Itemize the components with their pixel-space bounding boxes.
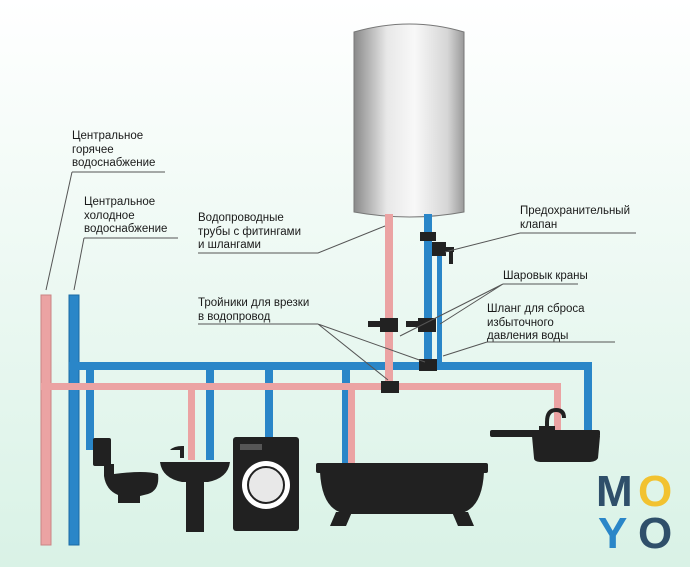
water-heater-tank	[353, 23, 465, 218]
cold-branch-toilet	[86, 370, 94, 450]
label-pipes: Водопроводные трубы с фитингами и шланга…	[198, 212, 302, 251]
label-central-cold: Центральное холодное водоснабжение	[84, 196, 168, 235]
ball-valve-hot-handle	[368, 321, 382, 327]
hot-branch-washbasin	[188, 390, 195, 460]
safety-valve-lever	[444, 247, 454, 252]
logo-letter-m: M	[596, 467, 633, 516]
ball-valve-hot	[380, 318, 398, 332]
hot-main-pipe	[41, 383, 561, 390]
cold-main-pipe	[69, 362, 591, 370]
safety-valve-handle	[449, 252, 453, 264]
toilet	[93, 438, 159, 503]
label-safety-valve: Предохранительный клапан	[520, 205, 630, 231]
leader-hose	[442, 341, 615, 357]
label-hose: Шланг для сброса избыточного давления во…	[487, 303, 585, 342]
washing-machine	[233, 437, 299, 531]
logo-letter-o2: O	[638, 509, 673, 558]
hot-branch-bath	[348, 390, 355, 465]
leader-ball-valves	[399, 283, 578, 337]
cold-branch-bath	[342, 370, 350, 465]
safety-valve-body	[420, 232, 436, 241]
tee-fitting-cold	[419, 359, 437, 371]
bathtub	[316, 463, 488, 526]
ball-valve-cold-handle	[406, 321, 420, 327]
ball-valve-cold	[418, 318, 436, 332]
washbasin	[160, 446, 230, 532]
central-cold-riser	[68, 294, 80, 546]
logo-letter-o1: O	[638, 467, 673, 516]
safety-valve	[432, 242, 446, 256]
cold-branch-washbasin	[206, 370, 214, 460]
overflow-hose	[437, 255, 442, 363]
leader-central-cold	[73, 237, 178, 291]
heater-cold-inlet-pipe	[424, 214, 432, 366]
label-ball-valves: Шаровык краны	[503, 270, 588, 282]
central-hot-riser	[40, 294, 52, 546]
hot-branch-sink-kitchen	[554, 383, 561, 433]
leader-lines	[45, 171, 636, 381]
logo-letter-y: Y	[598, 509, 628, 558]
leader-tees	[198, 323, 426, 381]
tee-fitting-hot	[381, 381, 399, 393]
cold-branch-sink-kitchen	[584, 362, 592, 432]
heater-hot-outlet-pipe	[385, 214, 393, 386]
leader-pipes	[198, 225, 386, 254]
cold-branch-washer	[265, 370, 273, 440]
leader-safety-valve	[444, 232, 636, 253]
kitchen-sink	[490, 408, 600, 462]
leader-central-hot	[45, 171, 165, 291]
label-tees: Тройники для врезки в водопровод	[198, 297, 310, 323]
label-central-hot: Центральное горячее водоснабжение	[72, 130, 156, 169]
